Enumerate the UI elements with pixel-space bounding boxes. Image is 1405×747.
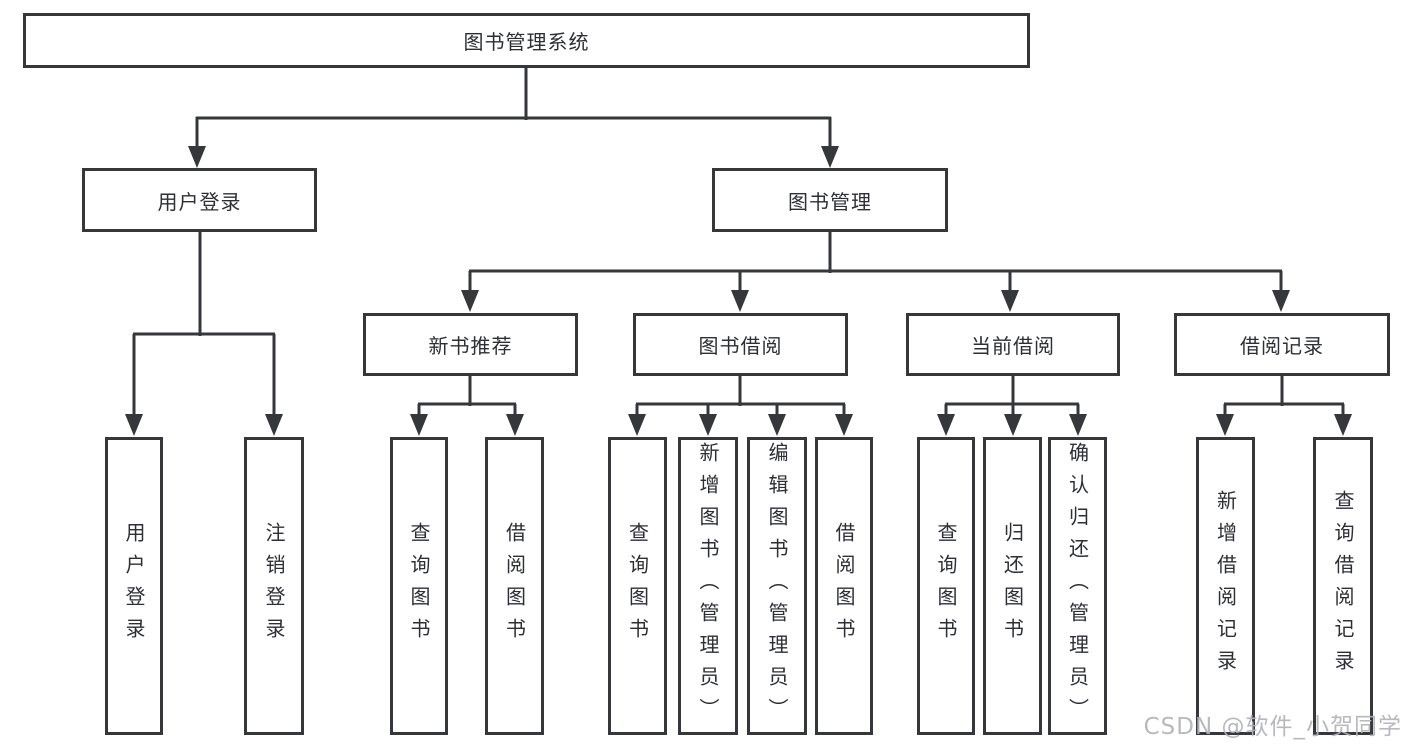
leaf-borrow-books-recommend: 借阅图书 <box>485 437 544 735</box>
leaf-add-borrow-record: 新增借阅记录 <box>1196 437 1255 735</box>
node-user-login-branch: 用户登录 <box>82 168 317 232</box>
leaf-confirm-return-admin: 确认归还（管理员） <box>1048 437 1107 735</box>
node-book-borrowing: 图书借阅 <box>633 313 848 376</box>
node-library-management-system: 图书管理系统 <box>23 13 1030 68</box>
leaf-query-books-current: 查询图书 <box>917 437 975 735</box>
node-book-management-branch: 图书管理 <box>712 168 948 232</box>
node-new-book-recommendation: 新书推荐 <box>363 313 578 376</box>
leaf-return-books: 归还图书 <box>983 437 1042 735</box>
leaf-query-borrow-record: 查询借阅记录 <box>1313 437 1373 735</box>
leaf-user-login: 用户登录 <box>105 437 163 735</box>
leaf-add-books-admin: 新增图书（管理员） <box>678 437 738 735</box>
leaf-query-books-recommend: 查询图书 <box>390 437 448 735</box>
leaf-edit-books-admin: 编辑图书（管理员） <box>747 437 807 735</box>
node-current-borrowing: 当前借阅 <box>906 313 1120 376</box>
node-borrowing-records: 借阅记录 <box>1174 313 1390 376</box>
leaf-query-books-borrow: 查询图书 <box>608 437 667 735</box>
leaf-borrow-books: 借阅图书 <box>815 437 873 735</box>
leaf-logout: 注销登录 <box>244 437 304 735</box>
arrowheads <box>125 146 1352 436</box>
